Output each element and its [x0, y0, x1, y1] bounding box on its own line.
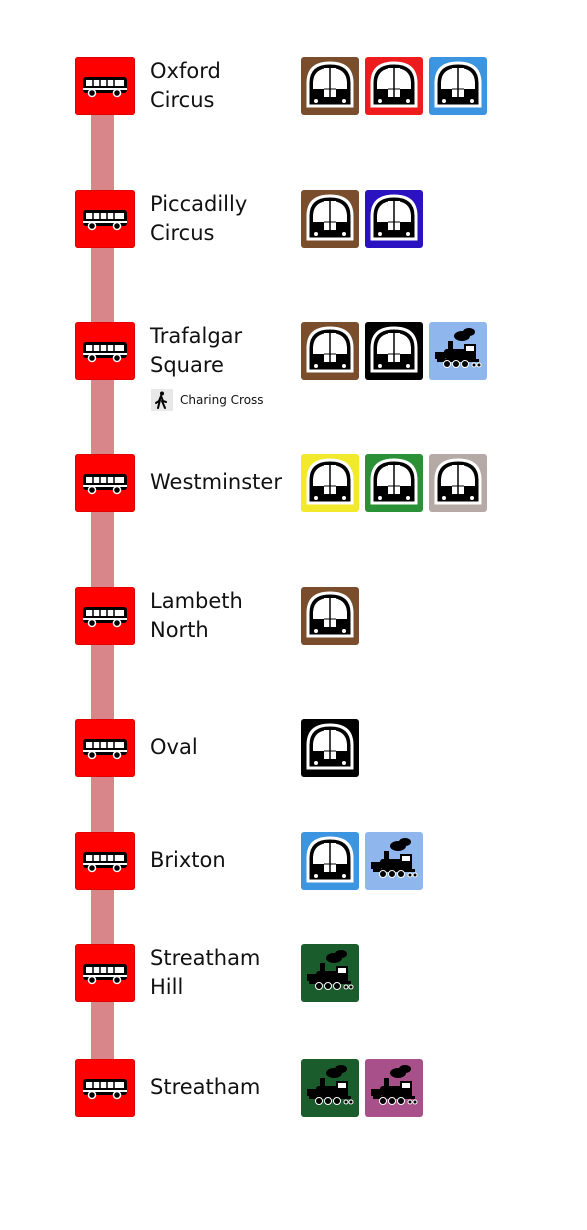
tube-icon: [301, 587, 359, 645]
tube-icon: [365, 57, 423, 115]
bus-stop-icon: [75, 1059, 135, 1117]
tube-icon: [301, 719, 359, 777]
stop-name: Lambeth North: [150, 589, 243, 642]
stop-name: Streatham Hill: [150, 946, 261, 999]
steam-train-icon: [365, 832, 423, 890]
stop-name: Oxford Circus: [150, 59, 221, 112]
route-stop: Oxford Circus: [0, 57, 587, 117]
route-stop: Lambeth North: [0, 587, 587, 647]
tube-icon: [429, 454, 487, 512]
bus-stop-icon: [75, 454, 135, 512]
route-stop: Oval: [0, 719, 587, 779]
tube-icon: [301, 832, 359, 890]
route-stop: Piccadilly Circus: [0, 190, 587, 250]
tube-icon: [365, 322, 423, 380]
steam-train-icon: [301, 944, 359, 1002]
tube-icon: [301, 57, 359, 115]
route-stop: Westminster: [0, 454, 587, 514]
bus-stop-icon: [75, 57, 135, 115]
tube-icon: [301, 454, 359, 512]
stop-name: Trafalgar Square: [150, 324, 243, 377]
walking-person-icon: [151, 389, 173, 411]
steam-train-icon: [301, 1059, 359, 1117]
stop-name: Brixton: [150, 848, 226, 872]
route-stop: Streatham Hill: [0, 944, 587, 1004]
bus-stop-icon: [75, 587, 135, 645]
bus-stop-icon: [75, 944, 135, 1002]
bus-stop-icon: [75, 322, 135, 380]
steam-train-icon: [429, 322, 487, 380]
stop-name: Streatham: [150, 1075, 261, 1099]
walk-interchange-label: Charing Cross: [180, 393, 264, 407]
steam-train-icon: [365, 1059, 423, 1117]
walking-interchange: Charing Cross: [151, 389, 264, 411]
stop-name: Oval: [150, 735, 198, 759]
stop-name: Westminster: [150, 470, 282, 494]
route-stop: Brixton: [0, 832, 587, 892]
tube-icon: [301, 322, 359, 380]
bus-stop-icon: [75, 832, 135, 890]
tube-icon: [365, 454, 423, 512]
tube-icon: [429, 57, 487, 115]
stop-name: Piccadilly Circus: [150, 192, 248, 245]
bus-stop-icon: [75, 190, 135, 248]
bus-stop-icon: [75, 719, 135, 777]
tube-icon: [365, 190, 423, 248]
route-stop: Streatham: [0, 1059, 587, 1119]
tube-icon: [301, 190, 359, 248]
